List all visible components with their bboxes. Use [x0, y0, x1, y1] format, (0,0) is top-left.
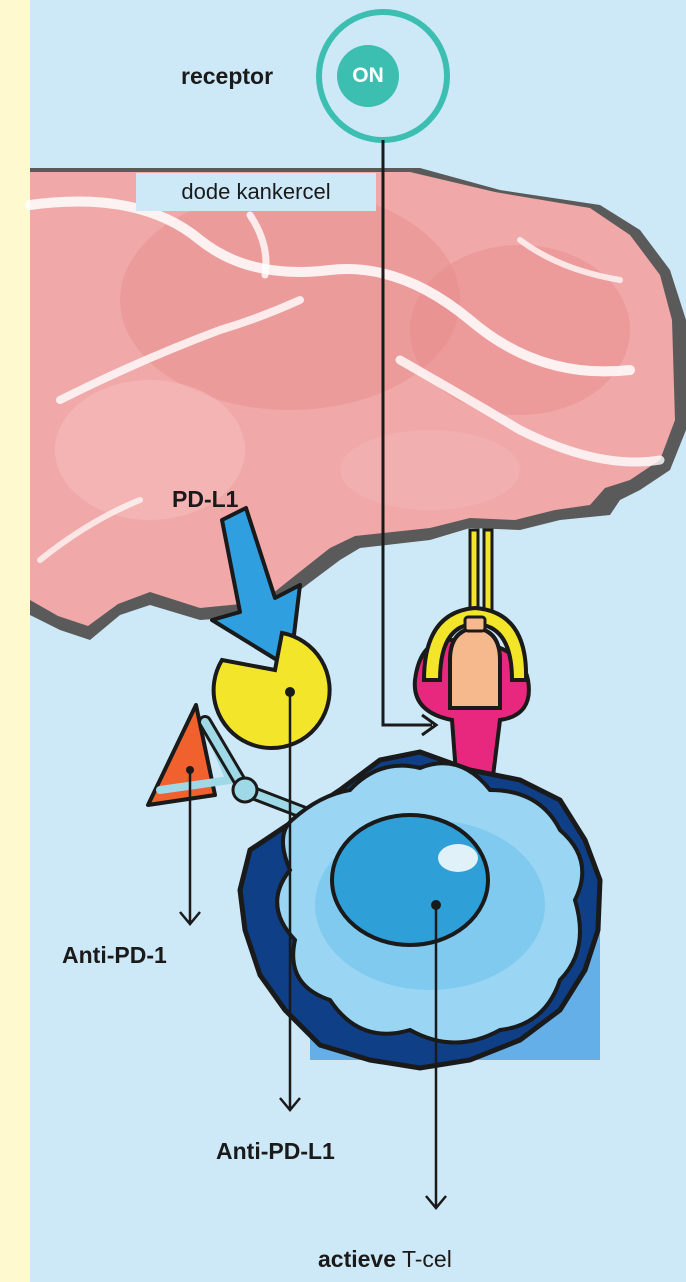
receptor-label: receptor — [181, 65, 273, 88]
cancer-cell-icon — [30, 168, 686, 640]
t-cell-icon — [240, 752, 600, 1068]
receptor-on-badge: ON — [337, 45, 399, 107]
active-t-cell-label-rest: T-cel — [396, 1246, 452, 1272]
anti-pd-1-label: Anti-PD-1 — [62, 944, 167, 967]
pd-l1-label: PD-L1 — [172, 488, 238, 511]
dead-cancer-cell-label: dode kankercel — [136, 173, 376, 211]
anti-pd-l1-label: Anti-PD-L1 — [216, 1140, 335, 1163]
active-t-cell-label-bold: actieve — [318, 1246, 396, 1272]
active-t-cell-label: actieve T-cel — [318, 1246, 452, 1273]
